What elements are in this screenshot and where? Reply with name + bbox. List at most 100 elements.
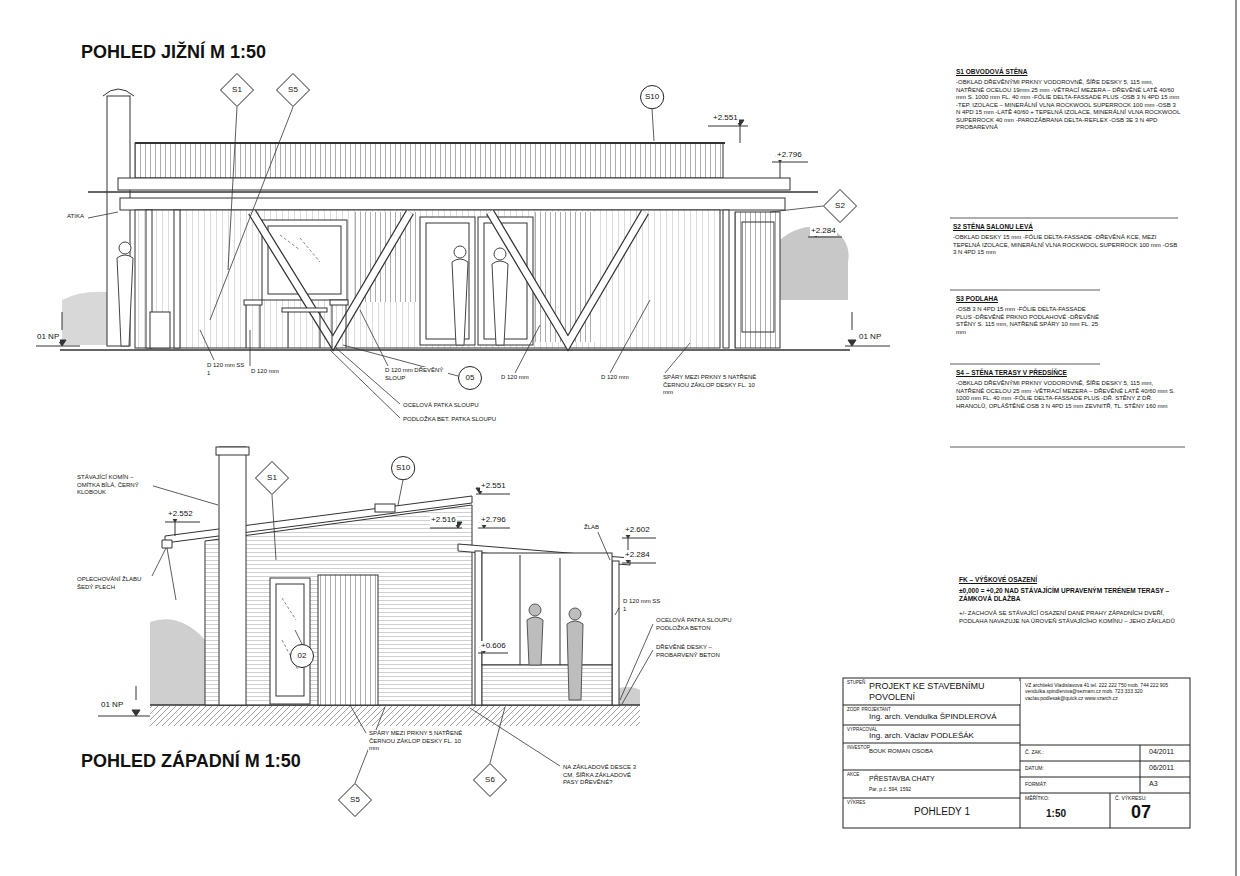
callout-diamond: S1 [255,461,289,495]
south-elevation [490,212,645,343]
south-elevation [36,89,890,418]
south-elevation [515,325,540,373]
sheet-border [1236,0,1237,876]
west-elevation [175,522,176,536]
west-elevation [276,584,304,696]
drawing-label: +2.551 [480,481,507,491]
west-elevation [520,555,521,665]
drawing-label: POHLEDY 1 [913,806,971,819]
drawing-label: FORMÁT: [1024,781,1048,787]
title-block [1020,761,1190,762]
callout-number: S5 [350,796,360,804]
south-elevation [246,305,247,348]
title-block [843,705,1020,706]
drawing-label: S2 STĚNA SALONU LEVÁ [952,223,1034,231]
drawing-label: ±0,000 = +0,20 NAD STÁVAJÍCÍM UPRAVENÝM … [958,587,1180,603]
drawing-label: D 120 mm DŘEVĚNÝ SLOUP [384,367,448,382]
callout-circle: 02 [290,644,314,668]
spec-separators [950,218,1178,219]
drawing-label: VZ architekti Vladislavova 41 tel. 222 2… [1024,682,1186,701]
south-elevation [252,212,410,343]
spec-separators [950,447,1185,448]
drawing-label: STUPEŇ [846,680,866,686]
drawing-label: +2.552 [167,509,194,519]
south-elevation [62,292,110,345]
south-elevation [135,210,720,348]
drawing-label: ŽLAB [583,524,600,532]
drawing-label: -OBKLAD DŘEVĚNÝMI PRKNY VODOROVNĚ, ŠÍŘE … [955,79,1182,132]
title-block [1020,777,1190,778]
south-elevation [88,191,818,193]
west-elevation [612,561,619,705]
drawing-label: AKCE [846,772,860,778]
south-elevation [454,246,466,258]
west-elevation [167,548,176,600]
callout-outline [277,74,310,107]
drawing-label: +2.551 [712,113,739,123]
callout-number: S1 [267,474,277,482]
west-elevation [527,617,543,665]
title-block [843,743,1020,744]
callout-diamond: S6 [473,763,507,797]
drawing-label: S4 – STĚNA TERASY V PŘEDSÍŇCE [955,369,1068,377]
south-elevation [62,312,63,330]
south-elevation [210,107,293,320]
west-elevation [398,480,403,505]
title-block [1020,745,1190,746]
drawing-label: OCELOVÁ PATKA SLOUPU [402,402,479,410]
west-elevation [150,485,218,505]
south-elevation [610,300,650,373]
callout-number: 05 [466,374,475,382]
south-elevation [780,162,781,178]
callout-outline [474,764,507,797]
south-elevation [120,198,785,210]
south-elevation [244,300,262,305]
callout-number: S10 [645,93,659,101]
drawing-label: MĚŘÍTKO: [1024,795,1050,801]
west-elevation [597,530,610,560]
south-elevation [135,143,723,178]
south-elevation [252,212,410,343]
drawing-label: 1:50 [1045,808,1067,821]
callout-diamond: S5 [338,783,372,817]
title-block [1110,793,1111,828]
drawing-label: PODLOŽKA BET. PATKA SLOUPU [402,416,497,424]
south-elevation [282,308,327,312]
south-elevation [200,330,214,360]
south-elevation [708,126,748,127]
drawing-label: ATIKA [66,213,85,221]
drawing-label: 01 NP [100,700,124,710]
drawing-label: +2.284 [624,550,651,560]
drawing-label: +2.516 [430,515,457,525]
west-elevation [132,710,140,716]
south-elevation [848,340,856,346]
callout-outline [339,784,372,817]
west-elevation [219,447,246,705]
west-elevation [622,563,656,564]
callout-number: S5 [288,86,298,94]
drawing-label: DATUM: [1024,765,1045,771]
south-elevation [150,312,170,348]
callout-outline [291,645,314,668]
south-elevation [36,346,80,347]
drawing-label: 06/2011 [1148,764,1175,773]
west-elevation [350,705,366,733]
south-elevation [330,350,400,418]
south-elevation [320,312,321,348]
west-elevation [567,621,583,700]
spec-separators [950,364,1100,365]
south-elevation [360,310,388,366]
west-elevation [270,578,310,704]
south-elevation [135,142,725,144]
west-elevation [620,624,653,700]
callout-outline [640,85,663,108]
west-elevation [150,619,205,705]
callout-outline [391,456,414,479]
west-elevation [295,630,302,644]
callout-outline [256,462,289,495]
title-block [843,798,1020,799]
south-elevation [262,220,347,300]
drawing-label: +2.796 [776,150,803,160]
drawing-label: +2.602 [624,525,651,535]
drawing-label: S1 OBVODOVÁ STĚNA [955,68,1029,76]
